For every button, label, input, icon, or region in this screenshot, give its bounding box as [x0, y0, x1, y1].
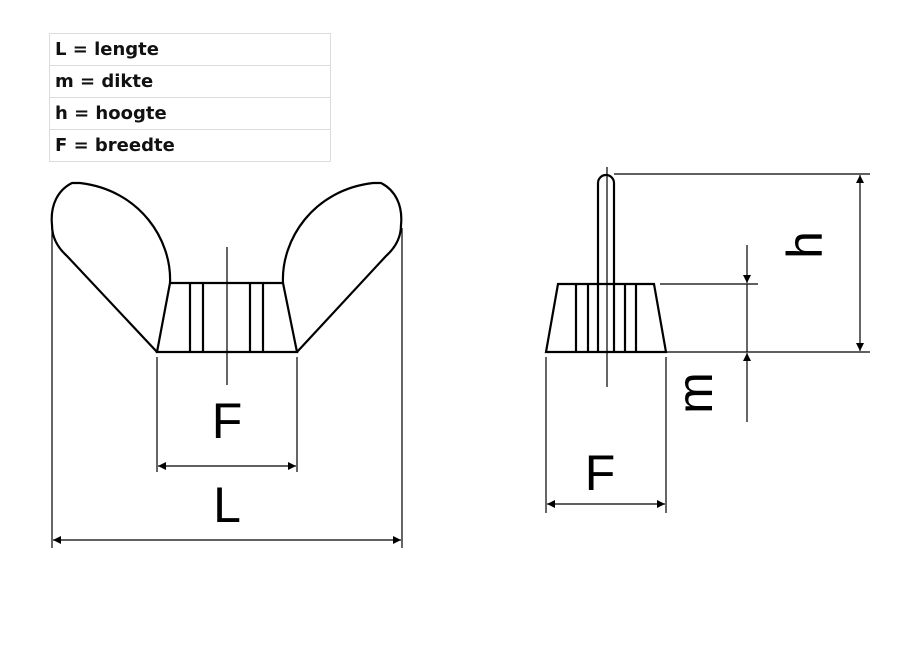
legend-length: L = lengte: [49, 33, 331, 66]
front-view: F L: [50, 181, 403, 548]
front-length-label: L: [213, 477, 241, 533]
side-height-label: h: [777, 231, 833, 259]
legend-table: L = lengte m = dikte h = hoogte F = bree…: [49, 33, 331, 162]
side-thickness-label: m: [667, 372, 723, 414]
legend-row: F = breedte: [49, 129, 331, 162]
left-wing: [50, 181, 172, 353]
nut-body-side: [544, 282, 668, 354]
nut-body: [155, 281, 299, 354]
front-width-label: F: [212, 393, 243, 449]
side-width-label: F: [585, 445, 616, 501]
nut-grooves: [188, 283, 265, 352]
wing-pin: [596, 173, 616, 352]
side-view: F h m: [544, 167, 870, 513]
right-wing: [281, 181, 403, 353]
legend-width: F = breedte: [49, 129, 331, 162]
legend-row: L = lengte: [49, 33, 331, 66]
nut-grooves-side: [574, 284, 638, 352]
legend-thickness: m = dikte: [49, 65, 331, 98]
legend-row: m = dikte: [49, 65, 331, 98]
